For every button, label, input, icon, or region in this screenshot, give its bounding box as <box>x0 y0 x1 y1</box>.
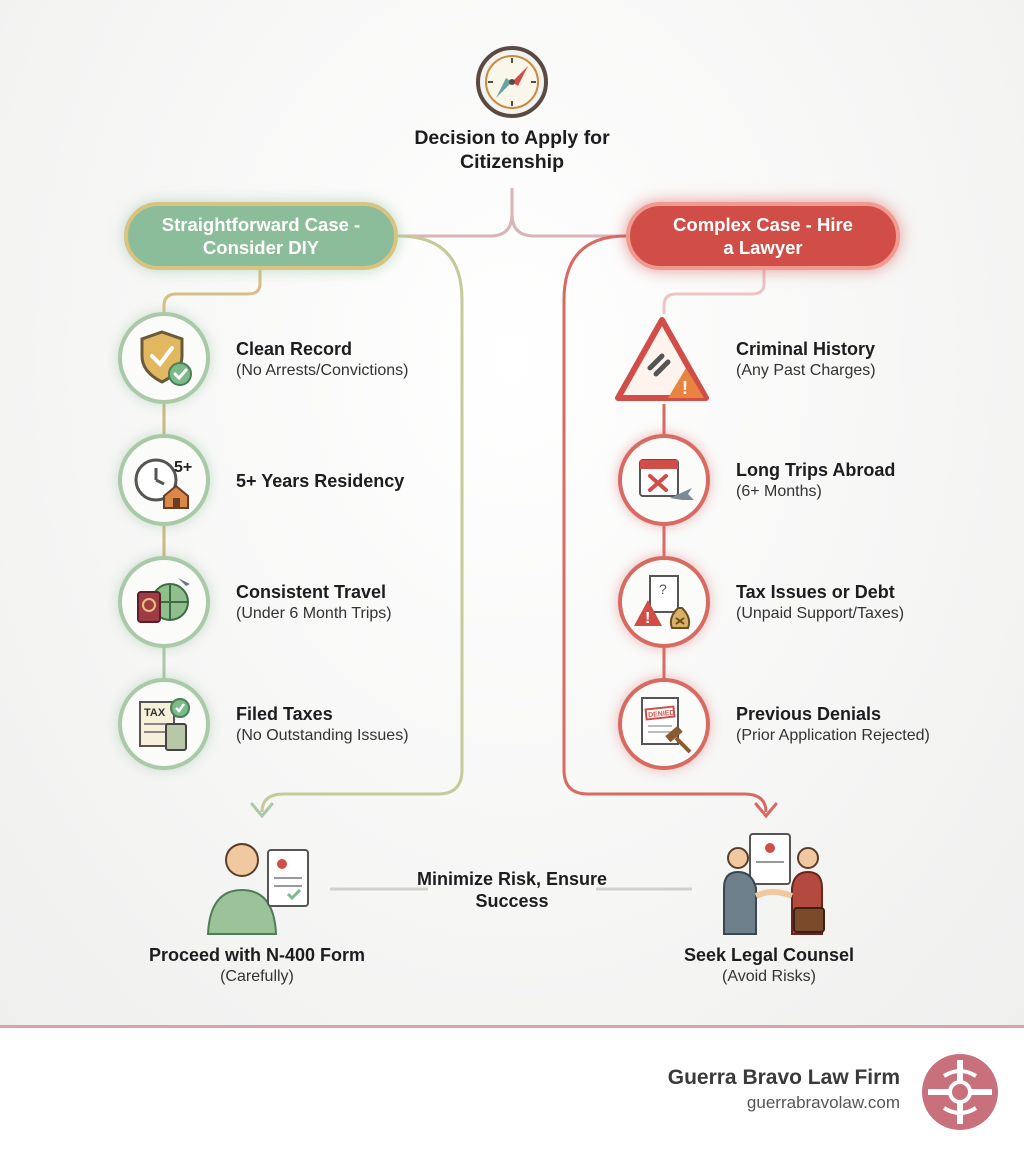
document-warning-moneybag-icon: ? ! <box>634 575 691 629</box>
diagram-canvas: Decision to Apply for Citizenship Straig… <box>0 0 1024 1025</box>
item-subtitle: (Under 6 Month Trips) <box>236 605 392 622</box>
item-subtitle: (Unpaid Support/Taxes) <box>736 605 905 622</box>
firm-name: Guerra Bravo Law Firm <box>667 1066 900 1089</box>
proceed-outcome: Proceed with N-400 Form (Carefully) <box>118 944 396 988</box>
svg-text:!: ! <box>682 378 688 398</box>
residency-circle: 5+ <box>118 434 210 526</box>
item-title: Clean Record <box>236 339 353 359</box>
clock-house-icon: 5+ <box>134 458 192 509</box>
item-title: Previous Denials <box>736 704 882 724</box>
person-with-form-icon <box>206 843 309 935</box>
previous-denials-item: Previous Denials (Prior Application Reje… <box>736 703 930 747</box>
item-subtitle: (Any Past Charges) <box>736 362 876 379</box>
outcome-subtitle: (Carefully) <box>220 968 294 985</box>
item-title: Tax Issues or Debt <box>736 582 895 602</box>
previous-denials-circle: DENIED <box>618 678 710 770</box>
denied-document-gavel-icon: DENIED <box>641 697 692 754</box>
outcome-title: Seek Legal Counsel <box>683 945 855 965</box>
compass-icon <box>476 46 548 118</box>
shield-check-icon <box>140 330 192 386</box>
passport-globe-icon <box>137 578 190 623</box>
straightforward-case-label: Straightforward Case - Consider DIY <box>161 214 361 258</box>
calendar-plane-icon <box>639 459 694 500</box>
complex-case-pill: Complex Case - Hire a Lawyer <box>626 202 900 270</box>
clean-record-item: Clean Record (No Arrests/Convictions) <box>236 338 409 382</box>
firm-logo-icon <box>922 1054 998 1130</box>
denied-stamp-text: DENIED <box>648 710 675 720</box>
long-trips-item: Long Trips Abroad (6+ Months) <box>736 459 895 503</box>
svg-text:!: ! <box>645 610 650 627</box>
tax-issues-circle: ? ! <box>618 556 710 648</box>
item-title: Filed Taxes <box>236 704 333 724</box>
connector-note: Minimize Risk, Ensure Success <box>416 869 608 911</box>
connector-lines <box>162 188 778 891</box>
taxes-circle: TAX <box>118 678 210 770</box>
footer <box>0 1025 1024 1154</box>
item-title: Criminal History <box>736 339 876 359</box>
criminal-history-item: Criminal History (Any Past Charges) <box>736 338 876 382</box>
tax-issues-item: Tax Issues or Debt (Unpaid Support/Taxes… <box>736 581 904 625</box>
item-subtitle: (Prior Application Rejected) <box>736 727 930 744</box>
seek-counsel-outcome: Seek Legal Counsel (Avoid Risks) <box>640 944 898 988</box>
outcome-subtitle: (Avoid Risks) <box>722 968 816 985</box>
complex-case-label: Complex Case - Hire a Lawyer <box>673 214 853 258</box>
item-title: Long Trips Abroad <box>736 460 896 480</box>
clean-record-circle <box>118 312 210 404</box>
handshake-lawyer-icon <box>723 833 825 935</box>
item-title: Consistent Travel <box>236 582 387 602</box>
residency-item: 5+ Years Residency <box>236 470 404 492</box>
tax-icon-text: TAX <box>144 707 166 719</box>
travel-item: Consistent Travel (Under 6 Month Trips) <box>236 581 392 625</box>
warning-chain-icon: ! <box>615 317 709 401</box>
long-trips-circle <box>618 434 710 526</box>
item-subtitle: (6+ Months) <box>736 483 822 500</box>
outcome-title: Proceed with N-400 Form <box>148 945 366 965</box>
taxes-item: Filed Taxes (No Outstanding Issues) <box>236 703 409 747</box>
tax-calculator-icon: TAX <box>139 698 190 751</box>
straightforward-case-pill: Straightforward Case - Consider DIY <box>124 202 398 270</box>
root-title: Decision to Apply for Citizenship <box>414 127 610 173</box>
svg-text:?: ? <box>659 581 667 597</box>
item-subtitle: (No Arrests/Convictions) <box>236 362 409 379</box>
item-title: 5+ Years Residency <box>236 471 405 491</box>
firm-url: guerrabravolaw.com <box>746 1093 900 1112</box>
travel-circle <box>118 556 210 648</box>
residency-icon-text: 5+ <box>174 459 192 476</box>
item-subtitle: (No Outstanding Issues) <box>236 727 409 744</box>
